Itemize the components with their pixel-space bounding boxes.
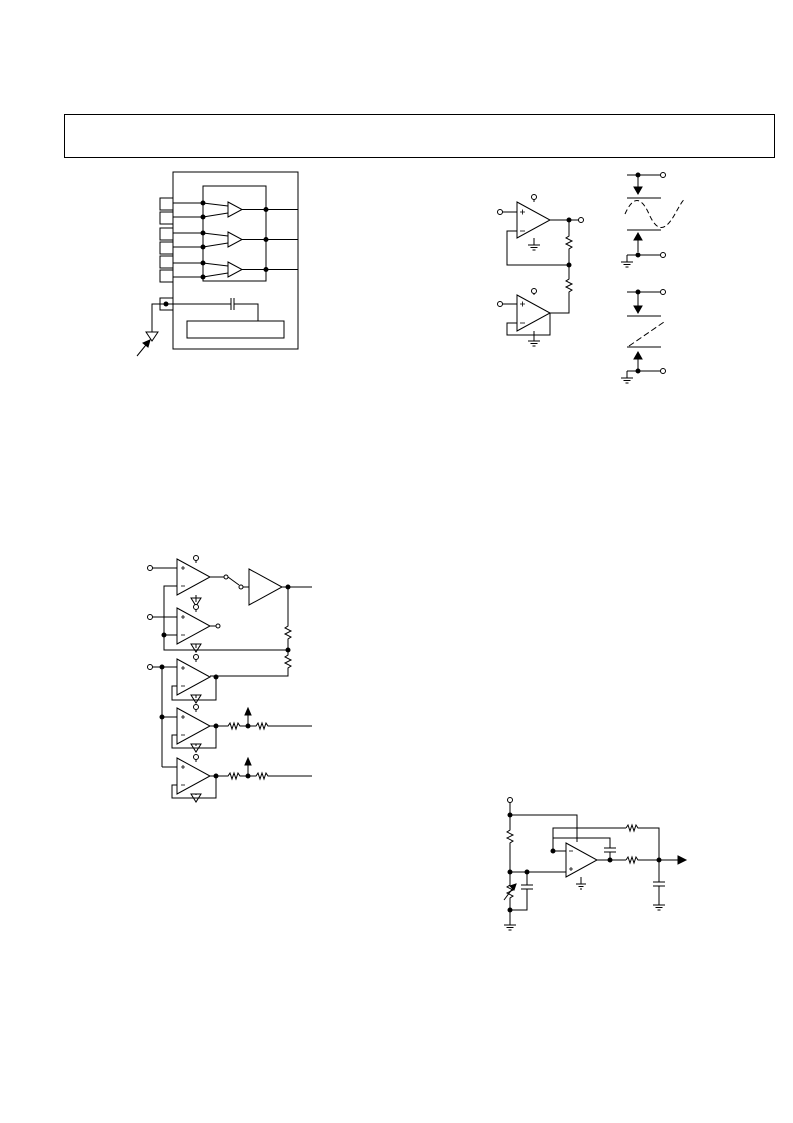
pin-box [160, 256, 173, 268]
opamp-triangle [177, 608, 210, 644]
pin-box [160, 228, 173, 240]
opamp-triangle [517, 295, 550, 331]
mux-block-diagram [137, 172, 298, 356]
feedback-capacitor [553, 838, 616, 860]
pin-box [160, 212, 173, 224]
resistor [285, 587, 291, 650]
output-capacitor [653, 860, 665, 905]
resistor [626, 825, 659, 860]
inner-block [203, 186, 266, 281]
resistor [566, 220, 572, 265]
ramp-line [629, 322, 664, 346]
buffer-triangle [228, 262, 242, 277]
buffer-triangle [228, 202, 242, 217]
opamp-triangle [177, 758, 210, 794]
chip-outline [173, 172, 298, 349]
oscillator-diagram [504, 798, 686, 931]
power-buffer [249, 569, 282, 605]
variable-resistor [507, 872, 513, 925]
resistor [507, 815, 513, 872]
opamp-triangle [177, 708, 210, 744]
opamp-triangle [566, 843, 597, 877]
pin-box [160, 242, 173, 254]
pin-box [160, 198, 173, 210]
opamp-resistor-diagram [498, 173, 685, 384]
opamp-triangle [177, 659, 210, 695]
sine-wave [625, 200, 684, 228]
ground-triangle [146, 332, 158, 341]
amplifier-chain-diagram [148, 556, 313, 803]
opamp-triangle [177, 559, 210, 595]
buffer-triangle [228, 232, 242, 247]
resistor [566, 265, 572, 310]
capacitor [231, 298, 234, 310]
pin-box [160, 270, 173, 282]
opamp-triangle [517, 202, 550, 238]
capacitor [510, 872, 533, 910]
header-box [64, 114, 775, 158]
control-block [187, 321, 284, 338]
